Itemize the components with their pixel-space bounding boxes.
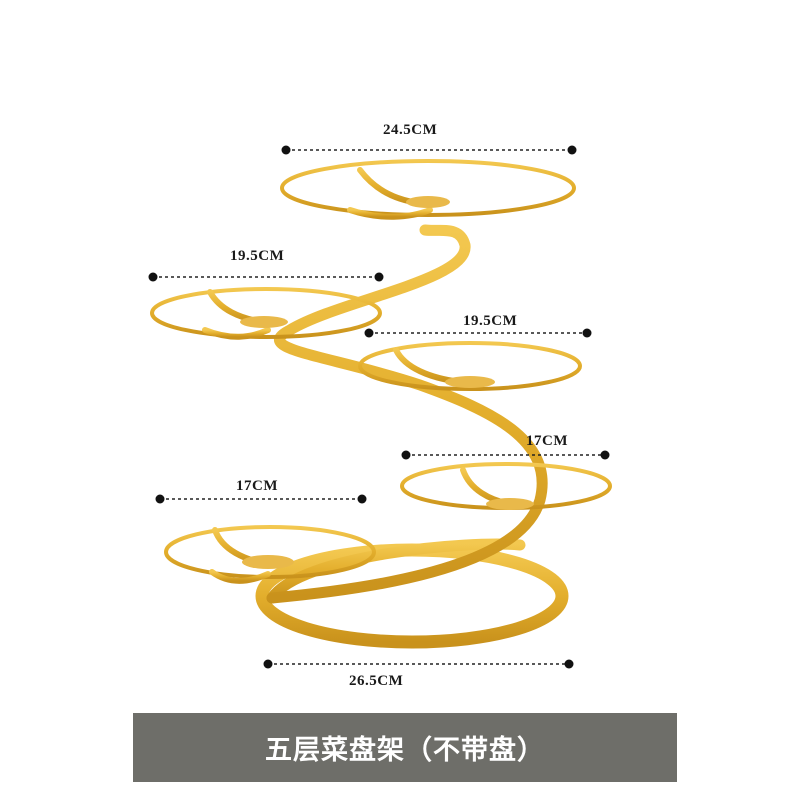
product-title-banner: 五层菜盘架（不带盘） — [133, 713, 677, 782]
spiral-spine — [266, 224, 548, 604]
dimension-label-tier-3: 19.5CM — [463, 313, 518, 329]
dimension-endpoint-dot — [364, 328, 374, 338]
dimension-endpoint-dot — [401, 450, 411, 460]
dimension-label-tier-1: 24.5CM — [383, 122, 438, 138]
dimension-endpoint-dot — [357, 494, 367, 504]
dimension-endpoint-dot — [567, 145, 577, 155]
dimension-endpoint-dot — [582, 328, 592, 338]
dimension-endpoint-dot — [374, 272, 384, 282]
product-title: 五层菜盘架（不带盘） — [265, 735, 545, 766]
dimension-endpoint-dot — [148, 272, 158, 282]
dimension-endpoint-dot — [155, 494, 165, 504]
dimension-label-tier-4: 17CM — [526, 433, 568, 449]
dimension-label-tier-5: 17CM — [236, 478, 278, 494]
dimension-endpoint-dot — [281, 145, 291, 155]
dimension-label-tier-2: 19.5CM — [230, 248, 285, 264]
dimension-endpoint-dot — [600, 450, 610, 460]
dimension-endpoint-dot — [564, 659, 574, 669]
dimension-label-base: 26.5CM — [349, 673, 404, 689]
dimension-endpoint-dot — [263, 659, 273, 669]
